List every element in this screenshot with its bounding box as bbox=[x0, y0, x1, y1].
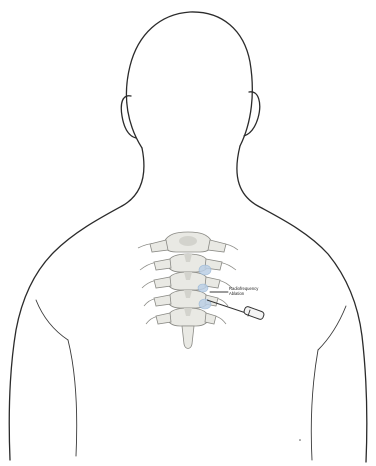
right-arm-line bbox=[311, 350, 318, 460]
left-arm-line bbox=[68, 340, 77, 456]
vertebra-1 bbox=[150, 232, 226, 252]
stray-mark bbox=[299, 439, 301, 441]
medial-branch-nerve-2 bbox=[198, 284, 208, 292]
thoracic-spine bbox=[138, 232, 238, 349]
medial-branch-nerve-1 bbox=[199, 265, 211, 275]
probe-shaft bbox=[207, 300, 246, 313]
right-neck-shoulder bbox=[237, 146, 367, 462]
head-outline bbox=[126, 12, 252, 148]
vertebra-2 bbox=[154, 254, 222, 272]
spinous-process-tail bbox=[182, 326, 194, 349]
left-armpit-crease bbox=[36, 300, 68, 340]
annotation-label-line2: Ablation bbox=[229, 291, 245, 296]
vertebra-3 bbox=[154, 272, 220, 290]
probe-handle bbox=[243, 306, 265, 320]
vertebra-5 bbox=[156, 308, 216, 326]
right-armpit-crease bbox=[318, 306, 346, 350]
